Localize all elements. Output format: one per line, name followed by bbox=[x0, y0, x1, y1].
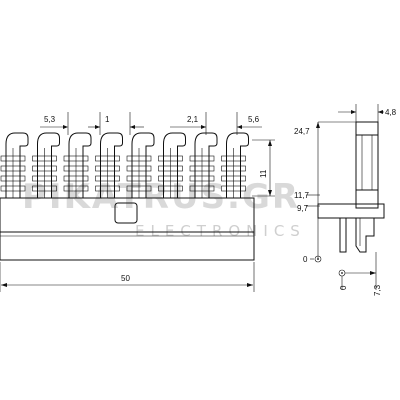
origin-mark bbox=[314, 255, 322, 263]
dim-side-horizontal: 0 7,3 bbox=[338, 252, 382, 296]
dim-pitch-1: 1 bbox=[88, 115, 144, 129]
dim-label-24-7: 24,7 bbox=[294, 127, 310, 136]
dim-label-5-6: 5,6 bbox=[248, 115, 260, 124]
contact-finger bbox=[158, 132, 186, 198]
connector-body bbox=[0, 197, 255, 261]
dim-pitch-5-6: 5,6 bbox=[237, 115, 262, 129]
dim-label-1: 1 bbox=[105, 115, 110, 124]
contact-finger bbox=[63, 132, 92, 198]
dim-label-11-7: 11,7 bbox=[294, 191, 310, 200]
watermark-brand: PIKATRUS.GR bbox=[22, 177, 300, 217]
contact-fingers bbox=[0, 132, 249, 198]
contact-finger bbox=[221, 132, 249, 198]
dim-length-50: 50 bbox=[0, 262, 255, 292]
dim-pitch-5-3: 5,3 bbox=[40, 115, 68, 129]
side-profile bbox=[317, 121, 385, 253]
latch-window bbox=[114, 202, 138, 224]
dim-side-heights: 24,7 11,7 9,7 0 bbox=[294, 121, 356, 264]
dim-label-7-3: 7,3 bbox=[373, 284, 382, 296]
front-view: 5,3 1 2,1 5,6 11 bbox=[0, 112, 275, 292]
dim-label-2-1: 2,1 bbox=[187, 115, 199, 124]
dim-label-50: 50 bbox=[121, 274, 130, 283]
contact-finger bbox=[32, 132, 60, 198]
contact-finger bbox=[189, 132, 218, 198]
dim-label-x-origin: 0 bbox=[339, 285, 348, 290]
dim-height-11: 11 bbox=[252, 139, 275, 197]
side-base-ledge bbox=[317, 203, 385, 219]
dim-label-11: 11 bbox=[259, 169, 268, 178]
watermark: PIKATRUS.GR ELECTRONICS bbox=[22, 177, 306, 240]
dim-pitch-2-1: 2,1 bbox=[170, 115, 206, 129]
dim-label-origin: 0 bbox=[303, 255, 308, 264]
contact-finger bbox=[0, 132, 29, 198]
contact-finger bbox=[126, 132, 155, 198]
contact-finger bbox=[95, 132, 123, 198]
dim-label-4-8: 4,8 bbox=[385, 108, 397, 117]
top-extension-lines bbox=[67, 112, 238, 135]
dim-label-9-7: 9,7 bbox=[297, 204, 309, 213]
side-view: 4,8 24,7 11,7 9,7 bbox=[294, 104, 397, 296]
dim-label-5-3: 5,3 bbox=[44, 115, 56, 124]
watermark-tagline: ELECTRONICS bbox=[135, 222, 306, 240]
